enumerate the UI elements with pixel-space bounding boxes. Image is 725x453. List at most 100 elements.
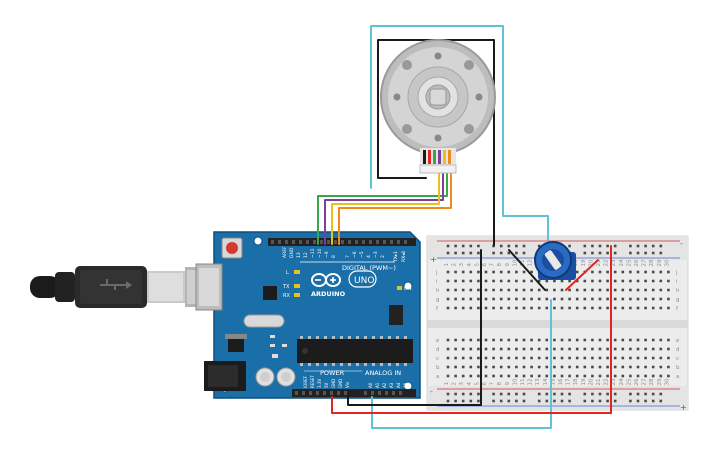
digital-header-pins[interactable] xyxy=(271,240,407,244)
breadboard-hole[interactable] xyxy=(629,374,632,378)
breadboard-hole[interactable] xyxy=(613,365,617,369)
breadboard-hole[interactable] xyxy=(591,244,594,248)
breadboard-hole[interactable] xyxy=(583,297,587,301)
breadboard-hole[interactable] xyxy=(454,347,457,351)
breadboard-hole[interactable] xyxy=(568,288,571,292)
breadboard-hole[interactable] xyxy=(492,279,495,283)
breadboard-hole[interactable] xyxy=(446,306,450,310)
breadboard-hole[interactable] xyxy=(553,297,556,301)
breadboard-hole[interactable] xyxy=(583,338,587,342)
breadboard-hole[interactable] xyxy=(591,356,594,360)
breadboard-hole[interactable] xyxy=(659,244,663,248)
breadboard-hole[interactable] xyxy=(507,347,511,351)
breadboard-hole[interactable] xyxy=(598,279,602,283)
breadboard-hole[interactable] xyxy=(461,279,465,283)
breadboard-hole[interactable] xyxy=(583,374,587,378)
breadboard-hole[interactable] xyxy=(454,270,457,274)
breadboard-hole[interactable] xyxy=(644,244,647,248)
breadboard-hole[interactable] xyxy=(515,244,518,248)
breadboard-hole[interactable] xyxy=(651,338,655,342)
breadboard-hole[interactable] xyxy=(469,288,473,292)
breadboard-hole[interactable] xyxy=(461,347,465,351)
breadboard-hole[interactable] xyxy=(469,338,473,342)
breadboard-hole[interactable] xyxy=(545,392,549,396)
breadboard-hole[interactable] xyxy=(575,374,579,378)
breadboard-hole[interactable] xyxy=(659,306,663,310)
breadboard-hole[interactable] xyxy=(591,251,594,255)
breadboard-hole[interactable] xyxy=(469,244,473,248)
breadboard-hole[interactable] xyxy=(545,279,549,283)
breadboard-hole[interactable] xyxy=(530,297,533,301)
breadboard-hole[interactable] xyxy=(537,338,541,342)
breadboard-hole[interactable] xyxy=(477,338,480,342)
breadboard-hole[interactable] xyxy=(461,399,465,403)
breadboard-hole[interactable] xyxy=(575,306,579,310)
breadboard-hole[interactable] xyxy=(644,356,647,360)
breadboard-hole[interactable] xyxy=(583,244,587,248)
breadboard-hole[interactable] xyxy=(492,288,495,292)
breadboard-hole[interactable] xyxy=(583,306,587,310)
breadboard-hole[interactable] xyxy=(461,374,465,378)
breadboard-hole[interactable] xyxy=(515,270,518,274)
breadboard-hole[interactable] xyxy=(515,347,518,351)
breadboard-hole[interactable] xyxy=(560,399,564,403)
breadboard-hole[interactable] xyxy=(484,279,488,283)
breadboard-hole[interactable] xyxy=(651,306,655,310)
breadboard-hole[interactable] xyxy=(530,338,533,342)
breadboard-hole[interactable] xyxy=(613,338,617,342)
breadboard-hole[interactable] xyxy=(553,279,556,283)
breadboard-hole[interactable] xyxy=(484,297,488,301)
breadboard-hole[interactable] xyxy=(568,365,571,369)
breadboard-hole[interactable] xyxy=(575,347,579,351)
breadboard-hole[interactable] xyxy=(446,288,450,292)
breadboard-hole[interactable] xyxy=(659,399,663,403)
breadboard-hole[interactable] xyxy=(613,270,617,274)
reset-button-icon[interactable] xyxy=(221,237,243,259)
breadboard-hole[interactable] xyxy=(651,399,655,403)
breadboard-hole[interactable] xyxy=(484,288,488,292)
breadboard-hole[interactable] xyxy=(492,365,495,369)
breadboard-hole[interactable] xyxy=(469,374,473,378)
breadboard-hole[interactable] xyxy=(636,297,640,301)
breadboard-hole[interactable] xyxy=(545,297,549,301)
breadboard-hole[interactable] xyxy=(469,399,473,403)
breadboard-hole[interactable] xyxy=(606,279,609,283)
breadboard-hole[interactable] xyxy=(477,374,480,378)
breadboard-hole[interactable] xyxy=(484,356,488,360)
breadboard-hole[interactable] xyxy=(598,288,602,292)
breadboard-hole[interactable] xyxy=(629,356,632,360)
breadboard-hole[interactable] xyxy=(659,338,663,342)
breadboard-hole[interactable] xyxy=(507,288,511,292)
breadboard-hole[interactable] xyxy=(636,374,640,378)
breadboard-hole[interactable] xyxy=(613,356,617,360)
breadboard-hole[interactable] xyxy=(553,338,556,342)
breadboard-hole[interactable] xyxy=(492,374,495,378)
breadboard-hole[interactable] xyxy=(598,270,602,274)
wire-red-5v[interactable] xyxy=(331,245,612,414)
breadboard-hole[interactable] xyxy=(446,347,450,351)
breadboard-hole[interactable] xyxy=(659,297,663,301)
breadboard-hole[interactable] xyxy=(575,279,579,283)
breadboard-hole[interactable] xyxy=(484,338,488,342)
breadboard-hole[interactable] xyxy=(575,338,579,342)
breadboard-hole[interactable] xyxy=(461,356,465,360)
breadboard-hole[interactable] xyxy=(659,374,663,378)
power-header-pins[interactable] xyxy=(295,391,402,395)
breadboard-hole[interactable] xyxy=(613,251,617,255)
breadboard-hole[interactable] xyxy=(568,244,571,248)
breadboard-hole[interactable] xyxy=(522,347,526,351)
breadboard-hole[interactable] xyxy=(606,347,609,351)
breadboard-hole[interactable] xyxy=(515,306,518,310)
breadboard-hole[interactable] xyxy=(583,347,587,351)
breadboard-hole[interactable] xyxy=(659,288,663,292)
breadboard-hole[interactable] xyxy=(606,392,609,396)
breadboard-hole[interactable] xyxy=(659,347,663,351)
breadboard-hole[interactable] xyxy=(522,365,526,369)
breadboard-hole[interactable] xyxy=(651,297,655,301)
breadboard-hole[interactable] xyxy=(553,288,556,292)
breadboard-hole[interactable] xyxy=(537,399,541,403)
breadboard-hole[interactable] xyxy=(606,297,609,301)
wire-purple[interactable] xyxy=(324,169,444,245)
breadboard-hole[interactable] xyxy=(477,365,480,369)
breadboard-hole[interactable] xyxy=(629,244,632,248)
